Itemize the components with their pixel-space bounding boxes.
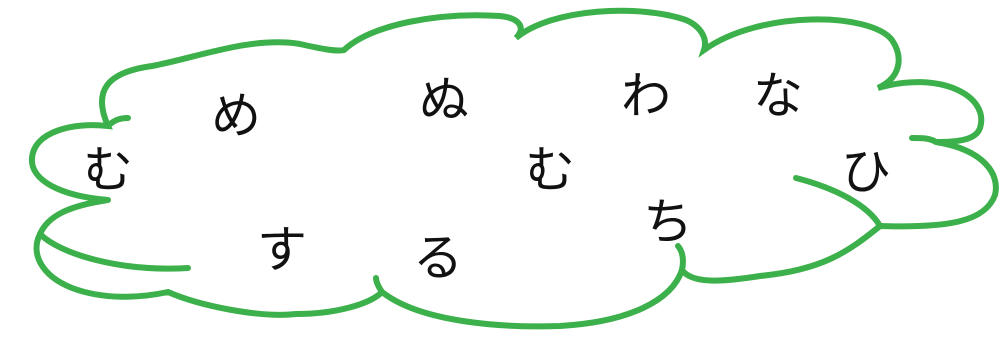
cloud-outline-path — [28, 7, 999, 330]
kana-hi: ひ — [841, 143, 891, 201]
cloud-inner-line-bottom — [675, 243, 686, 273]
kana-nu: ぬ — [419, 71, 469, 129]
kana-mu-center: む — [525, 141, 575, 199]
kana-na: な — [753, 67, 803, 125]
cloud-inner-line-left — [105, 115, 131, 129]
cloud-inner-line-lower-left — [37, 231, 191, 272]
kana-chi: ち — [643, 193, 693, 251]
kana-wa: わ — [621, 67, 671, 125]
cloud-inner-line-right-a — [793, 175, 883, 229]
kana-su: す — [257, 221, 307, 279]
cloud-inner-line-right-b — [909, 135, 939, 145]
kana-ru: る — [413, 229, 463, 287]
kana-me: め — [211, 87, 261, 145]
kana-mu-left: む — [83, 141, 133, 199]
cloud-inner-line-bottom-left — [373, 275, 385, 295]
